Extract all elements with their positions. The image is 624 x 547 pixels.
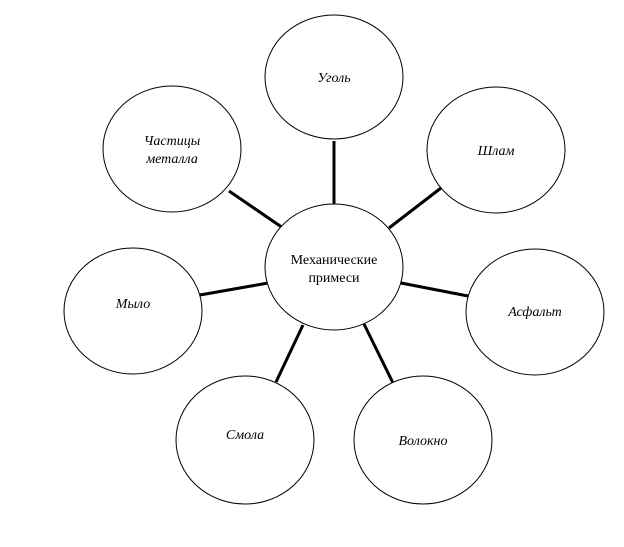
node-soap: Мыло: [63, 247, 203, 375]
connectors: [199, 141, 469, 384]
center-node-circle: [264, 203, 404, 331]
center-label-line2: примеси: [308, 271, 360, 286]
connector-metal-particles: [228, 189, 284, 230]
node-coal-circle: [264, 14, 404, 140]
center-label-line1: Механические: [291, 253, 378, 268]
connector-fiber: [362, 323, 395, 384]
node-fiber-label: Волокно: [399, 434, 448, 449]
node-fiber: Волокно: [353, 375, 493, 505]
node-sludge-label: Шлам: [477, 144, 515, 159]
node-metal-particles-label-line2: металла: [145, 152, 198, 167]
node-resin-circle: [175, 375, 315, 505]
node-coal-label: Уголь: [317, 71, 350, 86]
connector-asphalt: [400, 281, 469, 298]
center-node: Механические примеси: [264, 203, 404, 331]
node-asphalt-label: Асфальт: [507, 305, 562, 320]
connector-soap: [199, 281, 269, 297]
node-coal: Уголь: [264, 14, 404, 140]
node-metal-particles-circle: [102, 85, 242, 213]
node-asphalt: Асфальт: [465, 248, 605, 376]
connector-resin: [274, 324, 305, 383]
node-resin-label: Смола: [226, 428, 264, 443]
node-sludge-circle: [426, 86, 566, 214]
node-sludge: Шлам: [426, 86, 566, 214]
node-soap-circle: [63, 247, 203, 375]
node-asphalt-circle: [465, 248, 605, 376]
node-metal-particles-label-line1: Частицы: [144, 134, 200, 149]
node-metal-particles: Частицы металла: [102, 85, 242, 213]
connector-sludge: [388, 186, 442, 230]
node-fiber-circle: [353, 375, 493, 505]
node-resin: Смола: [175, 375, 315, 505]
node-soap-label: Мыло: [115, 297, 150, 312]
